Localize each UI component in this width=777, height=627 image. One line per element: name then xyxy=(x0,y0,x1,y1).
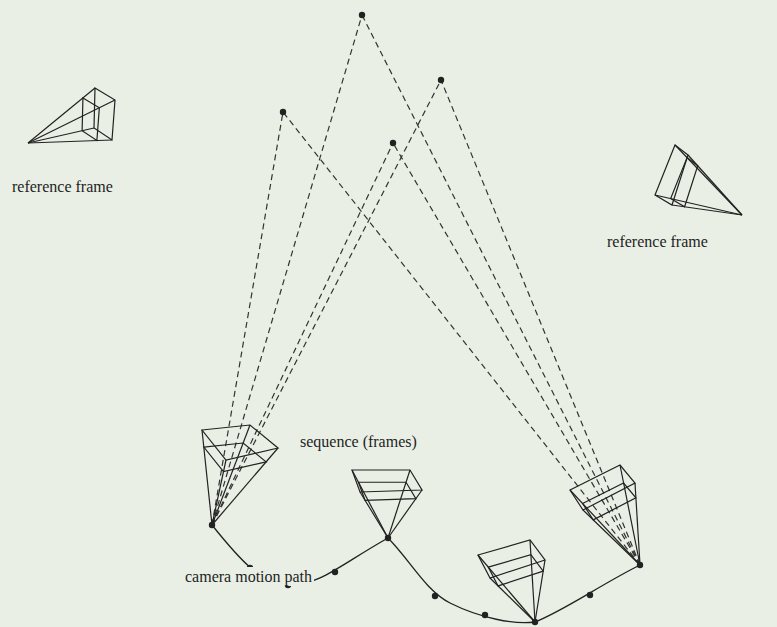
caption-label: camera motion path xyxy=(183,567,314,586)
frustum-edge xyxy=(360,492,388,538)
frustum-edge xyxy=(490,578,535,622)
path-dot xyxy=(385,535,391,541)
frustum-edge xyxy=(583,510,640,565)
scene-point xyxy=(438,77,444,83)
projection-ray xyxy=(212,112,283,525)
frustum-inner xyxy=(204,443,266,472)
projection-ray xyxy=(283,112,640,565)
scene-point xyxy=(390,140,396,146)
frustum-edge xyxy=(212,425,250,525)
path-dot xyxy=(482,612,488,618)
frustum-edge xyxy=(635,483,640,565)
frustum-edge xyxy=(675,145,742,215)
frustum-edge xyxy=(388,470,410,538)
frustum-edge xyxy=(530,540,535,622)
scene-point xyxy=(359,12,365,18)
path-dot xyxy=(587,592,593,598)
frustum-edge xyxy=(212,460,226,525)
projection-rays xyxy=(212,15,640,565)
frustum-base xyxy=(202,425,278,460)
projection-ray xyxy=(441,80,640,565)
caption-label: sequence (frames) xyxy=(298,432,419,451)
frustum-edge xyxy=(620,465,640,565)
projection-ray xyxy=(393,143,640,565)
path-dot xyxy=(209,522,215,528)
frustum-edge xyxy=(28,128,94,143)
frustum-edge xyxy=(535,560,545,622)
frustum-edge xyxy=(688,155,742,215)
frustum-edge xyxy=(388,490,422,538)
path-dots xyxy=(209,12,643,625)
path-dot xyxy=(432,593,438,599)
caption-label: reference frame xyxy=(605,232,710,251)
path-dot xyxy=(637,562,643,568)
path-dot xyxy=(532,619,538,625)
path-dot xyxy=(332,569,338,575)
caption-label: reference frame xyxy=(10,177,115,196)
frustum-edge xyxy=(570,490,640,565)
frustum-edge xyxy=(352,470,388,538)
camera-frustums xyxy=(28,88,742,622)
frustum-edge xyxy=(655,195,742,215)
frustum-edge xyxy=(202,430,212,525)
frustum-edge xyxy=(478,555,535,622)
frustum-inner xyxy=(583,483,636,520)
projection-ray xyxy=(212,80,441,525)
frustum-base xyxy=(478,540,545,578)
frustum-inner xyxy=(488,555,543,586)
scene-point xyxy=(280,109,286,115)
frustum-inner xyxy=(82,98,99,141)
frustum-edge xyxy=(212,448,278,525)
frustum-edge xyxy=(28,100,115,143)
